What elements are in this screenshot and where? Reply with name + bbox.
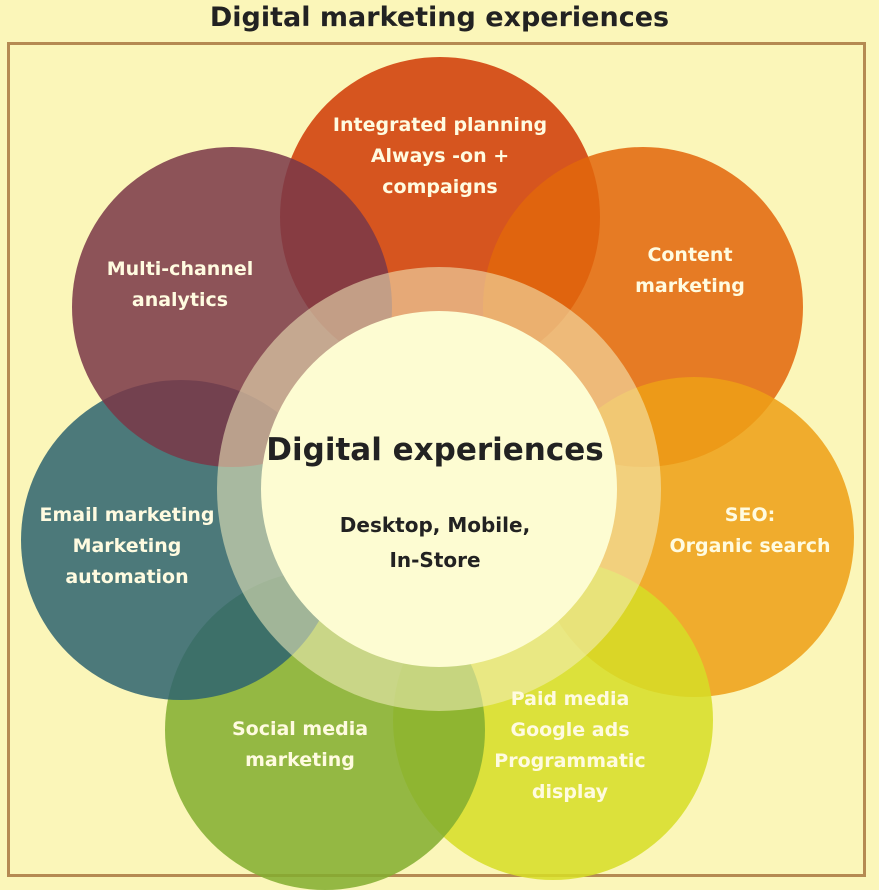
hub-subtitle-line: In-Store [389,548,481,572]
petal-label-multi-channel-analytics: Multi-channel analytics [60,254,300,316]
petal-label-line: automation [65,566,189,588]
petal-label-line: SEO: [724,504,776,526]
petal-label-line: Multi-channel [106,258,254,280]
page-title: Digital marketing experiences [209,2,670,33]
petal-label-line: Always -on + [370,145,510,167]
petal-label-line: Social media [231,718,369,740]
petal-label-line: Integrated planning [332,114,548,136]
petal-label-line: Organic search [669,535,831,557]
hub-subtitle-line: Desktop, Mobile, [339,513,531,537]
petal-label-line: compaigns [382,176,498,198]
petal-label-line: Content [647,244,733,266]
petal-label-line: Email marketing [39,504,215,526]
hub-subtitle: Desktop, Mobile, In-Store [280,508,590,578]
petal-label-social-media-marketing: Social media marketing [180,714,420,776]
petal-label-content-marketing: Content marketing [560,240,820,302]
petal-label-line: display [531,781,609,803]
petal-label-line: Programmatic [494,750,646,772]
diagram-frame [7,42,866,877]
petal-label-line: Google ads [510,719,630,741]
petal-label-line: marketing [635,275,745,297]
petal-label-seo: SEO: Organic search [630,500,870,562]
petal-label-line: analytics [131,289,229,311]
petal-label-line: Paid media [510,688,630,710]
petal-label-line: Marketing [72,535,182,557]
hub-circle [261,311,617,667]
petal-label-line: marketing [245,749,355,771]
hub-title: Digital experiences [266,432,604,468]
